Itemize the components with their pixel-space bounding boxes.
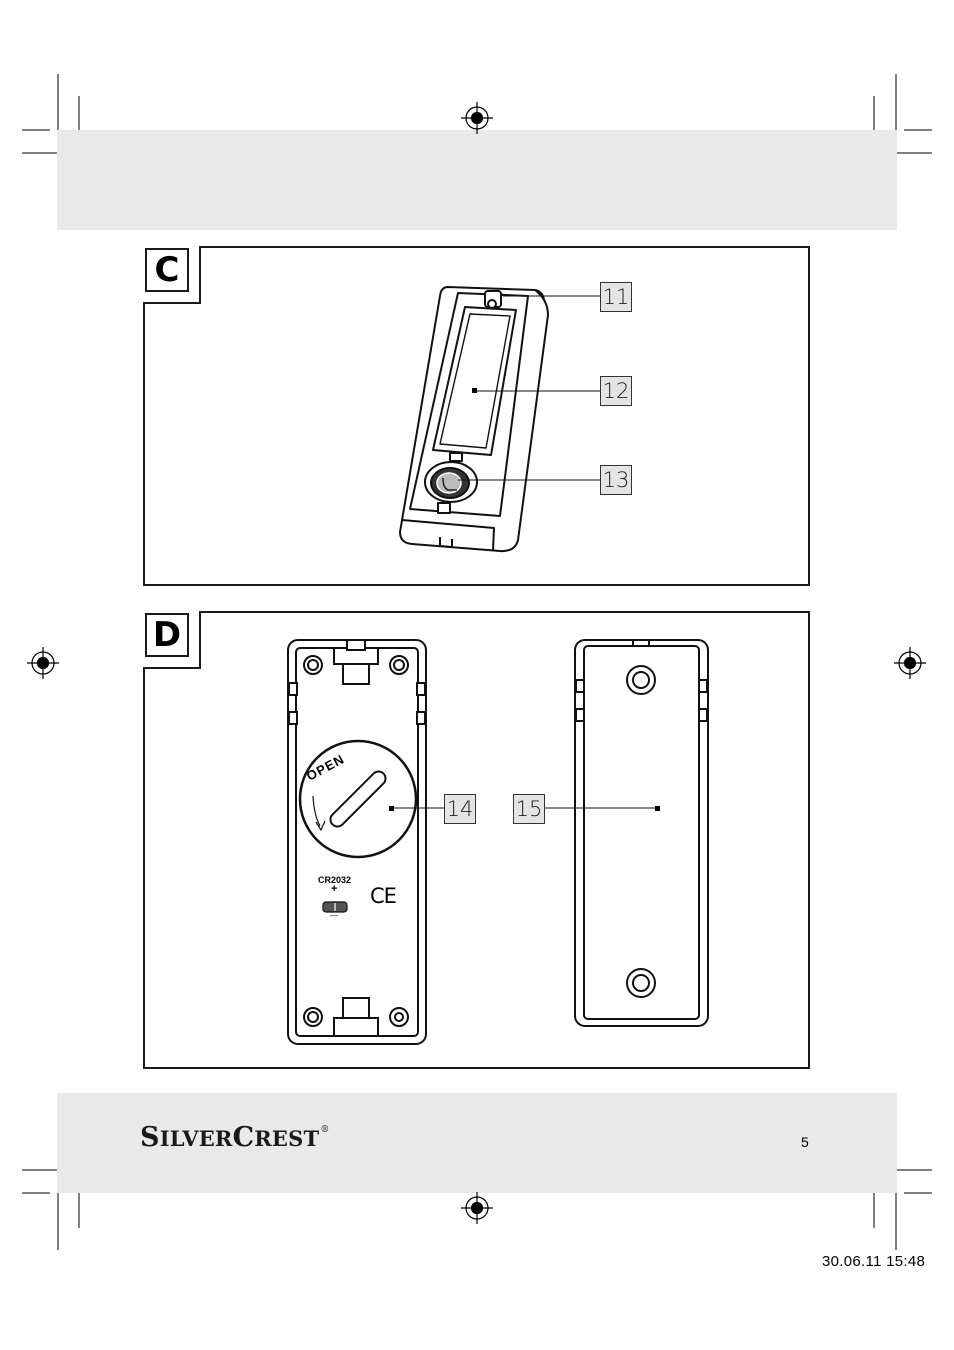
battery-type-label: CR2032 (318, 875, 352, 885)
brand-c: C (232, 1122, 255, 1153)
registration-target (461, 102, 493, 134)
battery-plus-label: + (331, 883, 338, 895)
brand-s: S (140, 1122, 160, 1153)
registration-target (27, 647, 59, 679)
top-gray-band (57, 130, 897, 230)
callout-12: 12 (600, 376, 632, 406)
bottom-gray-band (57, 1093, 897, 1193)
callout-11: 11 (600, 282, 632, 312)
figure-c-tab: C (143, 246, 201, 304)
registration-target (894, 647, 926, 679)
print-timestamp: 30.06.11 15:48 (822, 1253, 926, 1270)
figure-d-tab: D (143, 611, 201, 669)
callout-15: 15 (513, 794, 545, 824)
figure-d-label: D (145, 613, 189, 657)
registration-target (461, 1192, 493, 1224)
registered-mark: ® (320, 1125, 330, 1135)
page-number: 5 (801, 1134, 809, 1150)
callout-14: 14 (444, 794, 476, 824)
battery-minus-label: — (330, 911, 338, 920)
brand-rest: REST (254, 1126, 320, 1151)
callout-13: 13 (600, 465, 632, 495)
brand-ilver: ILVER (159, 1126, 233, 1151)
figure-c-label: C (145, 248, 189, 292)
ce-mark: CE (370, 884, 397, 908)
silvercrest-logo: SILVERCREST® (140, 1122, 330, 1153)
